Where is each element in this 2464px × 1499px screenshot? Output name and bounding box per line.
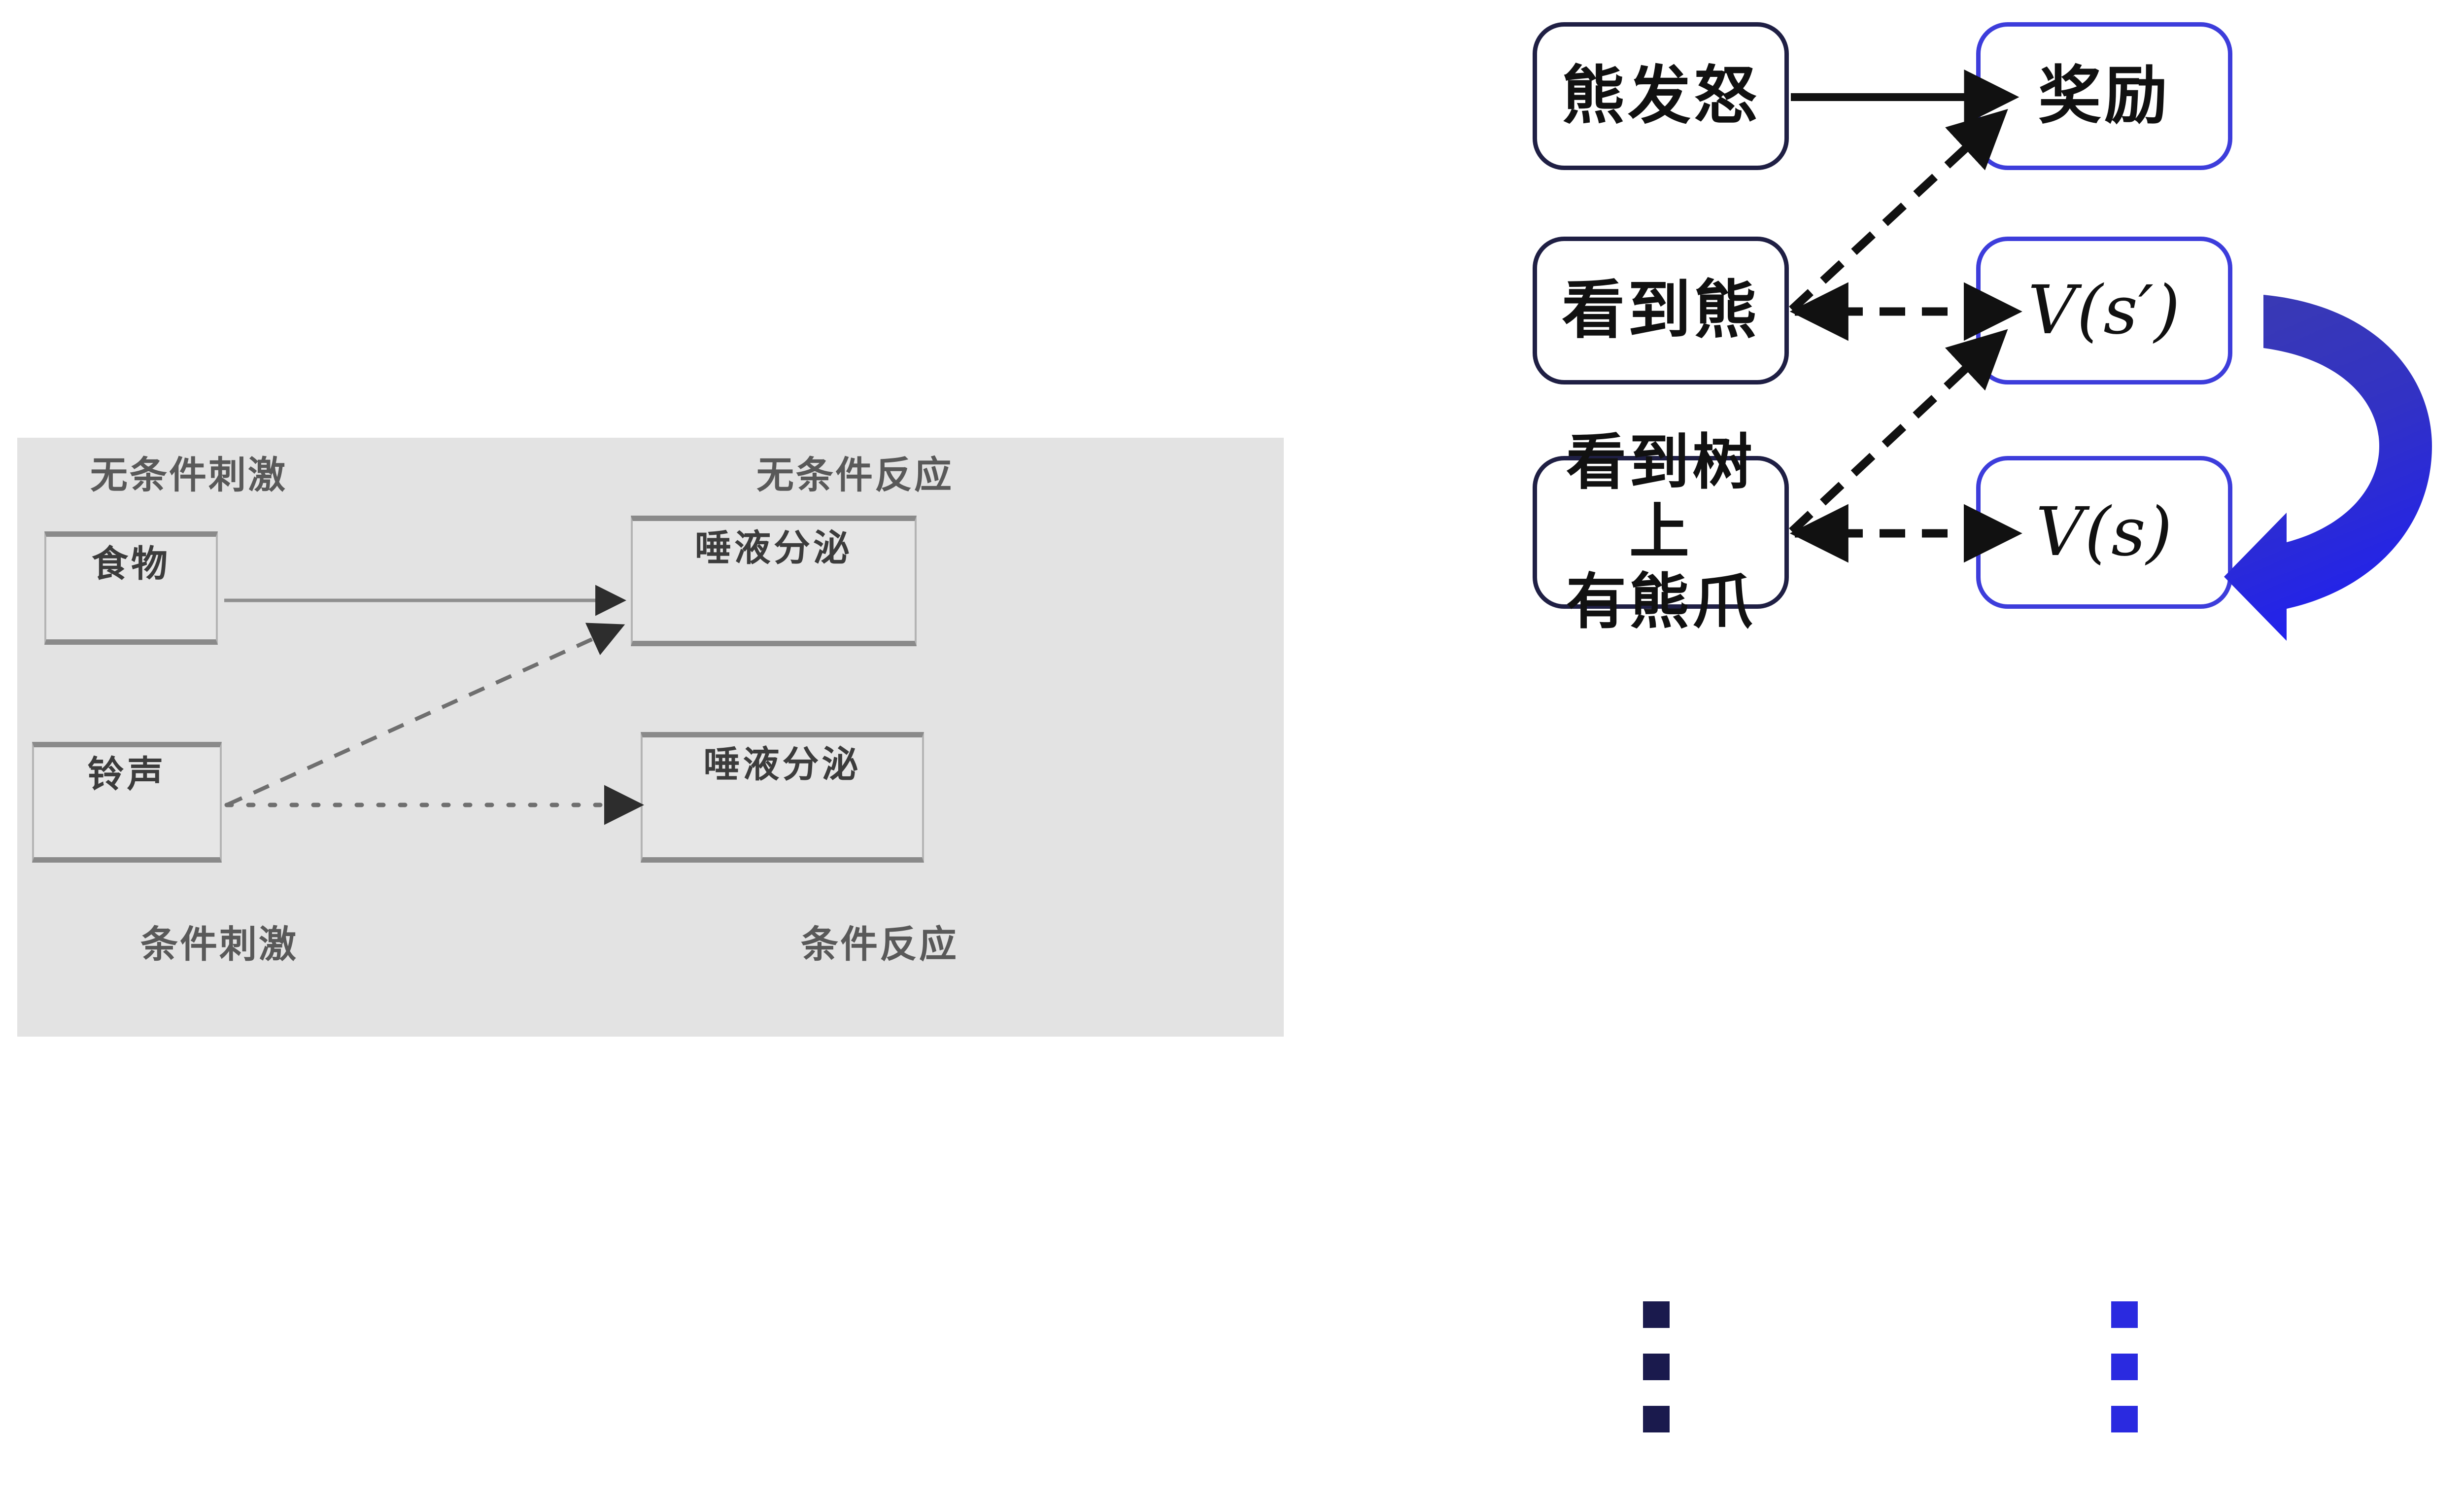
label-conditioned-response: 条件反应 xyxy=(801,922,958,966)
rl-box-see-bear[interactable]: 看到熊 xyxy=(1533,237,1789,384)
rl-box-claw-on-tree[interactable]: 看到树上有熊爪 xyxy=(1533,427,1789,637)
arrow-claw-to-v-s-prime xyxy=(1789,329,2008,535)
pavlov-box-salivation-top: 唾液分泌 xyxy=(631,516,917,646)
continuation-dots-right xyxy=(2111,1301,2138,1432)
pavlov-box-bell: 铃声 xyxy=(32,742,222,863)
dot-left-3 xyxy=(1643,1406,1670,1432)
rl-box-v-s-prime[interactable]: V(s′) xyxy=(1976,237,2232,384)
rl-box-anger-label: 熊发怒 xyxy=(1561,59,1760,133)
pavlov-box-bell-label: 铃声 xyxy=(87,753,167,796)
label-unconditioned-response: 无条件反应 xyxy=(756,453,954,497)
dot-right-2 xyxy=(2111,1354,2138,1380)
rl-box-see-bear-label: 看到熊 xyxy=(1561,273,1760,347)
continuation-dots-left xyxy=(1643,1301,1670,1432)
rl-box-claw-line1: 看到树上 xyxy=(1566,427,1755,567)
pavlov-box-food: 食物 xyxy=(44,531,218,645)
rl-box-anger[interactable]: 熊发怒 xyxy=(1533,22,1789,170)
dot-right-3 xyxy=(2111,1406,2138,1432)
dot-right-1 xyxy=(2111,1301,2138,1328)
rl-box-v-s-label: V(s) xyxy=(2035,493,2173,571)
td-value-panel: 熊发怒 看到熊 看到树上有熊爪 奖励 V(s′) V(s) xyxy=(1478,0,2464,1499)
rl-box-claw-on-tree-label: 看到树上有熊爪 xyxy=(1537,427,1784,637)
pavlov-box-food-label: 食物 xyxy=(92,543,171,585)
label-conditioned-stimulus: 条件刺激 xyxy=(140,922,298,966)
rl-box-v-s-prime-label: V(s′) xyxy=(2027,272,2181,349)
pavlov-box-salivation-bottom: 唾液分泌 xyxy=(641,732,924,863)
pavlov-box-salivation-top-label: 唾液分泌 xyxy=(695,527,853,569)
arrow-bell-to-salivation-top xyxy=(226,623,625,807)
rl-box-claw-line2: 有熊爪 xyxy=(1566,566,1755,637)
dot-left-1 xyxy=(1643,1301,1670,1328)
rl-box-v-s[interactable]: V(s) xyxy=(1976,456,2232,609)
rl-box-reward-label: 奖励 xyxy=(2038,59,2170,133)
classical-conditioning-panel: 无条件刺激 无条件反应 条件刺激 条件反应 食物 铃声 唾液分泌 唾液分泌 xyxy=(17,438,1284,1037)
dot-left-2 xyxy=(1643,1354,1670,1380)
arrow-see-bear-to-reward xyxy=(1789,109,2008,313)
bootstrap-loop-arrow xyxy=(2224,295,2432,641)
rl-box-reward[interactable]: 奖励 xyxy=(1976,22,2232,170)
rl-arrows-layer xyxy=(1789,70,2432,641)
pavlov-box-salivation-bottom-label: 唾液分泌 xyxy=(703,743,861,786)
label-unconditioned-stimulus: 无条件刺激 xyxy=(90,453,287,497)
